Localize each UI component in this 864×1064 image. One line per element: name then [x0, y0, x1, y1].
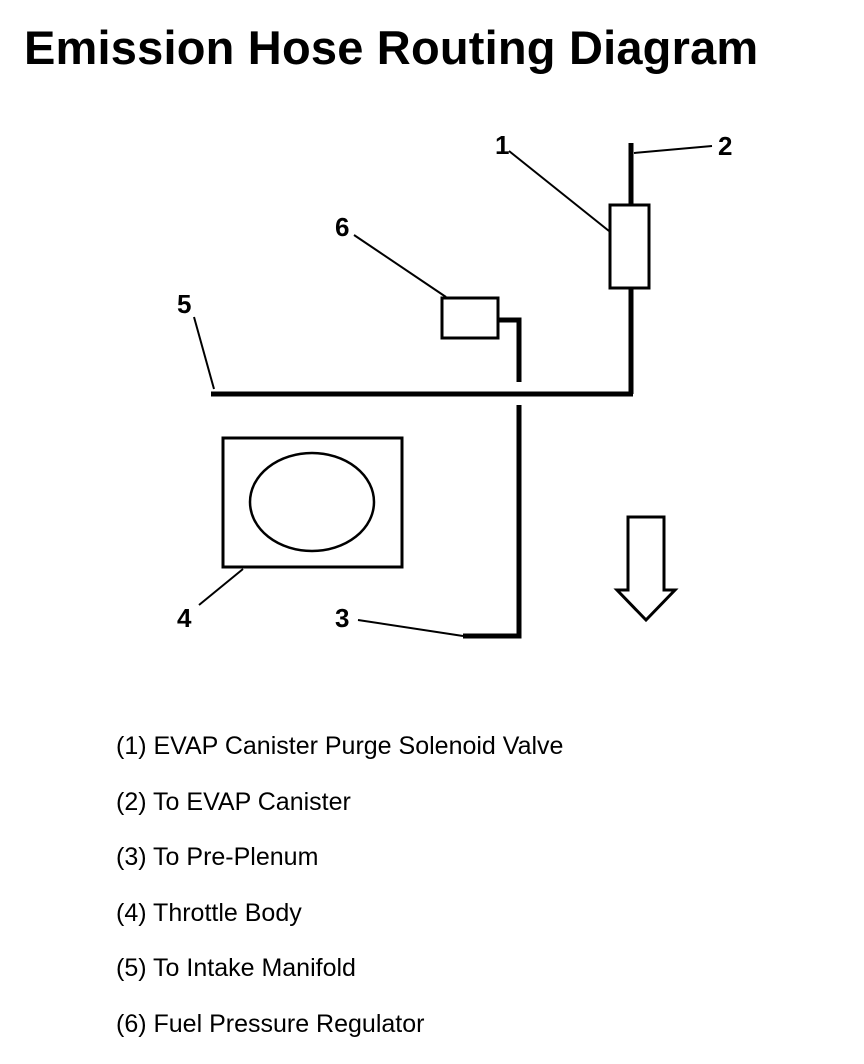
- legend-item-4: (4) Throttle Body: [116, 898, 302, 927]
- legend-item-2: (2) To EVAP Canister: [116, 787, 351, 816]
- leader-line-3: [357, 619, 464, 637]
- hose-fuel-pressure-regulator: [498, 317, 522, 382]
- hose-routing-diagram: 1 2 3 4 5 6: [177, 130, 732, 639]
- diagram-title: Emission Hose Routing Diagram: [24, 21, 759, 74]
- legend-list: (1) EVAP Canister Purge Solenoid Valve (…: [116, 728, 563, 1062]
- throttle-bore: [248, 451, 376, 553]
- fuel-pressure-regulator: [440, 296, 500, 340]
- leader-line-2: [633, 145, 713, 154]
- leader-line-5: [193, 316, 215, 390]
- leader-line-6: [353, 234, 447, 298]
- evap-purge-solenoid-valve: [608, 203, 651, 290]
- down-arrow-icon: [613, 515, 679, 623]
- leader-line-1: [508, 150, 610, 232]
- callout-4: 4: [177, 603, 192, 633]
- legend-item-6: (6) Fuel Pressure Regulator: [116, 1009, 425, 1038]
- legend-item-3: (3) To Pre-Plenum: [116, 843, 319, 872]
- legend-item-5: (5) To Intake Manifold: [116, 954, 356, 983]
- callout-3: 3: [335, 603, 349, 633]
- callout-6: 6: [335, 212, 349, 242]
- throttle-body: [221, 436, 404, 569]
- callout-5: 5: [177, 289, 191, 319]
- hose-to-pre-plenum: [463, 405, 522, 639]
- leader-line-4: [198, 568, 244, 606]
- callout-1: 1: [495, 130, 509, 160]
- callout-2: 2: [718, 131, 732, 161]
- legend-item-1: (1) EVAP Canister Purge Solenoid Valve: [116, 732, 564, 760]
